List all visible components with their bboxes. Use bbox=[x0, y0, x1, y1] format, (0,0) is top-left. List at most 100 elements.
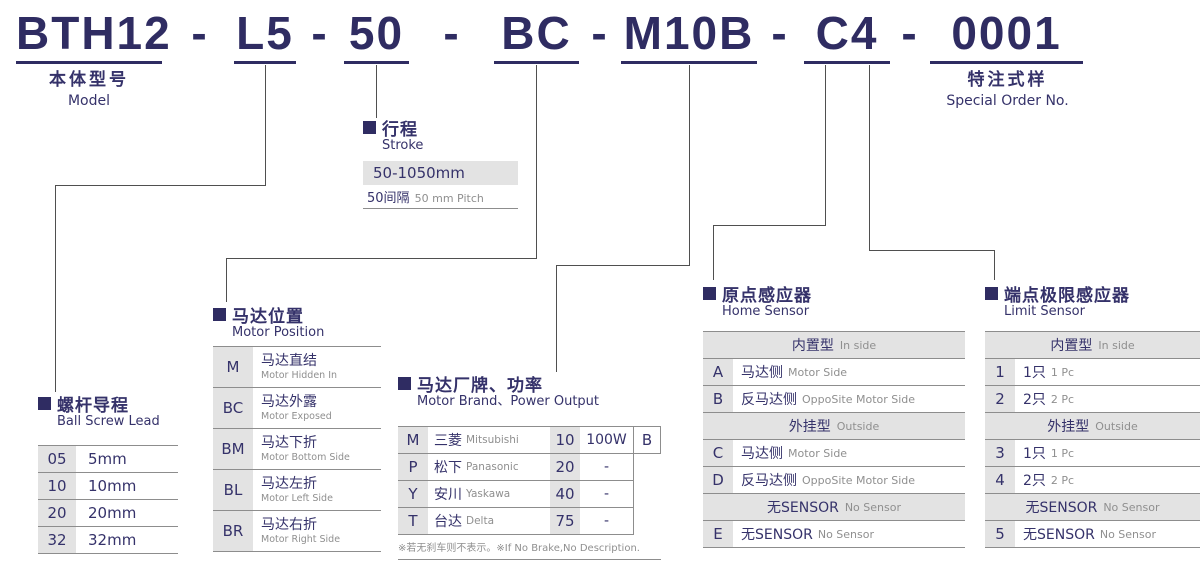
connector-line bbox=[994, 250, 995, 280]
code-segment-stroke: 50 bbox=[344, 6, 409, 64]
section-bullet-icon bbox=[398, 376, 411, 390]
position-code: BR bbox=[213, 511, 253, 551]
code-separator: - bbox=[443, 7, 461, 59]
sensor-desc: 1只 1 Pc bbox=[1023, 446, 1075, 462]
power-code: 10 bbox=[550, 427, 580, 453]
code-segment-special-order: 0001 bbox=[930, 6, 1083, 64]
table-row: Y 安川 Yaskawa 40 - bbox=[398, 481, 634, 508]
code-separator: - bbox=[901, 7, 919, 59]
position-code: BM bbox=[213, 429, 253, 469]
power-code: 40 bbox=[550, 481, 580, 507]
lead-value: 32mm bbox=[88, 531, 137, 549]
sensor-code: C bbox=[703, 440, 733, 466]
sensor-code: 1 bbox=[985, 359, 1015, 385]
table-row: 4 2只 2 Pc bbox=[985, 467, 1200, 494]
table-row: 2 2只 2 Pc bbox=[985, 386, 1200, 413]
sensor-code: 4 bbox=[985, 467, 1015, 493]
connector-line bbox=[226, 258, 227, 302]
section-stroke: 行程 Stroke 50-1050mm 50间隔 50 mm Pitch bbox=[363, 116, 518, 209]
lead-code: 32 bbox=[38, 527, 76, 553]
code-separator: - bbox=[191, 7, 209, 59]
limit-sensor-title: 端点极限感应器 bbox=[985, 282, 1200, 306]
sensor-code: D bbox=[703, 467, 733, 493]
connector-line bbox=[689, 65, 690, 265]
table-row: M 三菱 Mitsubishi 10 100W B bbox=[398, 427, 661, 454]
code-segment-sensors: C4 bbox=[804, 6, 890, 64]
section-motor-brand-power: 马达厂牌、功率 Motor Brand、Power Output M 三菱 Mi… bbox=[398, 372, 661, 560]
position-desc: 马达下折 Motor Bottom Side bbox=[261, 435, 350, 463]
section-ball-screw-lead: 螺杆导程 Ball Screw Lead 05 5mm 10 10mm 20 2… bbox=[38, 392, 178, 554]
table-subheader: 无SENSOR No Sensor bbox=[703, 494, 965, 521]
limit-sensor-title-en: Limit Sensor bbox=[1004, 304, 1085, 319]
table-row: BC 马达外露 Motor Exposed bbox=[213, 388, 381, 429]
power-value: - bbox=[580, 454, 634, 480]
sensor-desc: 马达侧 Motor Side bbox=[741, 446, 848, 462]
special-order-label: 特注式样 Special Order No. bbox=[915, 70, 1100, 110]
connector-line bbox=[265, 65, 266, 185]
connector-line bbox=[376, 65, 377, 118]
code-segment-motor-position: BC bbox=[494, 6, 579, 64]
limit-sensor-table: 内置型 In side 1 1只 1 Pc 2 2只 2 Pc 外挂型 Outs… bbox=[985, 331, 1200, 548]
motor-position-table: M 马达直结 Motor Hidden In BC 马达外露 Motor Exp… bbox=[213, 346, 381, 552]
connector-line bbox=[55, 185, 56, 392]
code-segment-lead: L5 bbox=[234, 6, 296, 64]
brake-note: ※若无刹车则不表示。※If No Brake,No Description. bbox=[398, 542, 661, 560]
code-separator: - bbox=[771, 7, 789, 59]
stroke-title: 行程 bbox=[363, 116, 518, 140]
table-row: 3 1只 1 Pc bbox=[985, 440, 1200, 467]
section-bullet-icon bbox=[703, 286, 716, 300]
sensor-code: 2 bbox=[985, 386, 1015, 412]
special-order-label-zh: 特注式样 bbox=[967, 70, 1048, 90]
sensor-code: E bbox=[703, 521, 733, 547]
stroke-range-box: 50-1050mm bbox=[363, 161, 518, 185]
lead-value: 5mm bbox=[88, 450, 127, 468]
table-subheader: 外挂型 Outside bbox=[985, 413, 1200, 440]
brand-code: M bbox=[398, 427, 428, 453]
power-value: 100W bbox=[580, 427, 634, 453]
brake-code: B bbox=[634, 427, 661, 453]
sensor-desc: 2只 2 Pc bbox=[1023, 473, 1075, 489]
home-sensor-title-en: Home Sensor bbox=[722, 304, 810, 319]
table-row: BM 马达下折 Motor Bottom Side bbox=[213, 429, 381, 470]
sensor-code: 5 bbox=[985, 521, 1015, 547]
home-sensor-table: 内置型 In side A 马达侧 Motor Side B 反马达侧 Oppo… bbox=[703, 331, 965, 548]
position-code: BC bbox=[213, 388, 253, 428]
motor-brand-title: 马达厂牌、功率 bbox=[398, 372, 661, 396]
sensor-desc: 1只 1 Pc bbox=[1023, 365, 1075, 381]
connector-line bbox=[55, 185, 266, 186]
code-segment-model: BTH12 bbox=[16, 6, 170, 64]
motor-brand-title-zh: 马达厂牌、功率 bbox=[417, 375, 543, 396]
section-motor-position: 马达位置 Motor Position M 马达直结 Motor Hidden … bbox=[213, 303, 381, 552]
limit-sensor-title-zh: 端点极限感应器 bbox=[1004, 285, 1130, 306]
power-code: 75 bbox=[550, 508, 580, 534]
code-segment-motor-brand: M10B bbox=[621, 6, 757, 64]
table-row: A 马达侧 Motor Side bbox=[703, 359, 965, 386]
lead-code: 10 bbox=[38, 473, 76, 499]
table-row: B 反马达侧 OppoSite Motor Side bbox=[703, 386, 965, 413]
brand-code: P bbox=[398, 454, 428, 480]
stroke-pitch: 50间隔 50 mm Pitch bbox=[363, 185, 518, 209]
stroke-pitch-en: 50 mm Pitch bbox=[414, 192, 484, 205]
table-row: 5 无SENSOR No Sensor bbox=[985, 521, 1200, 548]
home-sensor-title-zh: 原点感应器 bbox=[722, 285, 812, 306]
sensor-desc: 无SENSOR No Sensor bbox=[741, 527, 875, 543]
brand-name: 松下 Panasonic bbox=[434, 460, 519, 476]
table-row: 32 32mm bbox=[38, 527, 178, 554]
lead-value: 20mm bbox=[88, 504, 137, 522]
section-limit-sensor: 端点极限感应器 Limit Sensor 内置型 In side 1 1只 1 … bbox=[985, 282, 1200, 548]
lead-code: 20 bbox=[38, 500, 76, 526]
connector-line bbox=[869, 250, 995, 251]
stroke-title-en: Stroke bbox=[382, 138, 424, 153]
power-value: - bbox=[580, 481, 634, 507]
special-order-label-en: Special Order No. bbox=[946, 93, 1069, 109]
table-row: T 台达 Delta 75 - bbox=[398, 508, 634, 535]
motor-brand-title-en: Motor Brand、Power Output bbox=[417, 394, 600, 409]
model-label: 本体型号 Model bbox=[16, 70, 162, 110]
stroke-title-zh: 行程 bbox=[382, 119, 418, 140]
model-label-zh: 本体型号 bbox=[49, 70, 129, 90]
sensor-code: A bbox=[703, 359, 733, 385]
table-row: 05 5mm bbox=[38, 446, 178, 473]
ball-screw-title-en: Ball Screw Lead bbox=[57, 414, 160, 429]
table-row: 20 20mm bbox=[38, 500, 178, 527]
brand-name: 台达 Delta bbox=[434, 514, 495, 530]
